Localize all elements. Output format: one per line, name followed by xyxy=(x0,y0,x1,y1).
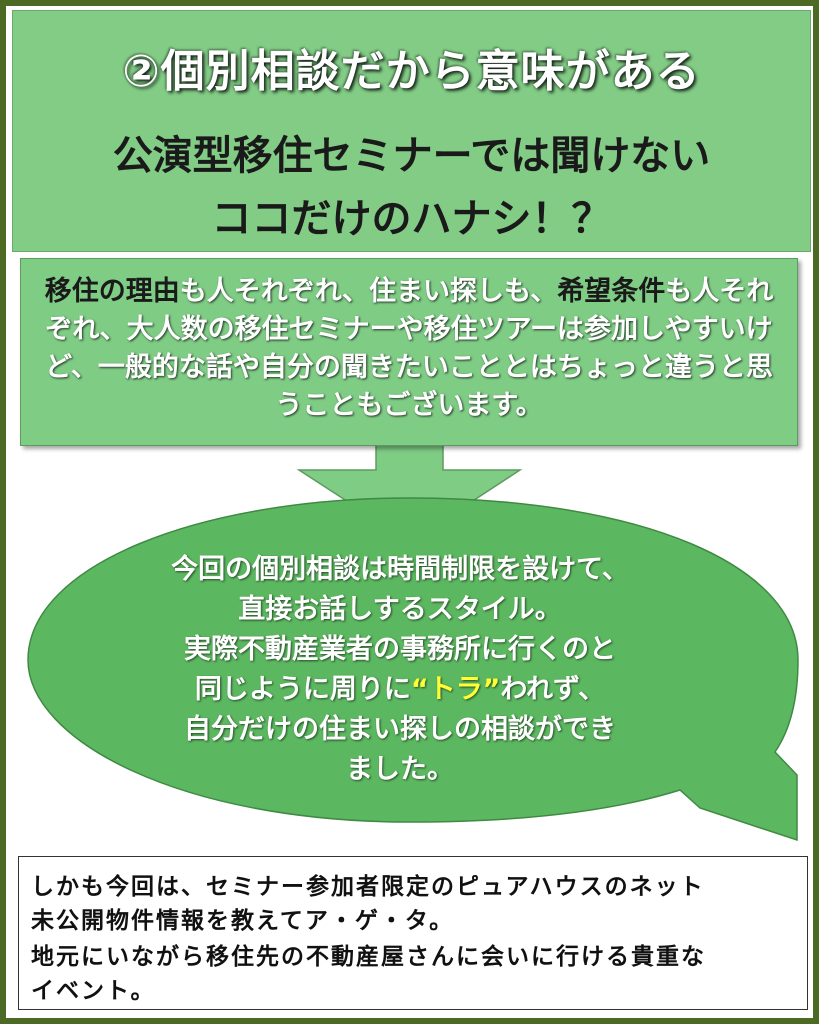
footer-line-3: 地元にいながら移住先の不動産屋さんに会いに行ける貴重な xyxy=(31,944,706,970)
bubble-line-2: 直接お話しするスタイル。 xyxy=(238,594,562,625)
subtitle-line-2: ココだけのハナシ！？ xyxy=(211,196,612,242)
subtitle-line-1: 公演型移住セミナーでは聞けない xyxy=(112,133,711,179)
intro-text-1: も人それぞれ、住まい探しも、 xyxy=(179,276,558,307)
footer-line-4: イベント。 xyxy=(31,978,156,1004)
bubble-line-3: 実際不動産業者の事務所に行くのと xyxy=(184,634,616,665)
bubble-line-6: ました。 xyxy=(346,754,454,785)
intro-box: 移住の理由も人それぞれ、住まい探しも、希望条件も人それぞれ、大人数の移住セミナー… xyxy=(20,258,798,446)
bubble-line-4-post: われず、 xyxy=(500,674,606,705)
intro-text: 移住の理由も人それぞれ、住まい探しも、希望条件も人それぞれ、大人数の移住セミナー… xyxy=(35,273,783,425)
tora-highlight: “トラ” xyxy=(410,674,501,705)
intro-highlight-conditions: 希望条件 xyxy=(557,276,666,307)
footer-line-1: しかも今回は、セミナー参加者限定のピュアハウスのネット xyxy=(31,874,705,900)
header-panel: ②個別相談だから意味がある 公演型移住セミナーでは聞けない ココだけのハナシ！？ xyxy=(12,10,811,252)
footer-line-2: 未公開物件情報を教えてア・ゲ・タ。 xyxy=(31,908,455,934)
bubble-line-1: 今回の個別相談は時間制限を設けて、 xyxy=(171,554,629,585)
bubble-text: 今回の個別相談は時間制限を設けて、 直接お話しするスタイル。 実際不動産業者の事… xyxy=(120,550,680,790)
footer-box: しかも今回は、セミナー参加者限定のピュアハウスのネット 未公開物件情報を教えてア… xyxy=(18,856,808,1010)
speech-bubble xyxy=(27,497,799,842)
bubble-line-4: 同じように周りに“トラ”われず、 xyxy=(120,670,680,710)
intro-highlight-reason: 移住の理由 xyxy=(44,276,180,307)
intro-text-2: も人それぞれ、大人数の移住セミナーや移住ツアーは参加しやすいけど、一般的な話や自… xyxy=(45,276,774,421)
page-title: ②個別相談だから意味がある xyxy=(122,46,701,97)
bubble-line-4-pre: 同じように周りに xyxy=(194,674,411,705)
bubble-line-5: 自分だけの住まい探しの相談ができ xyxy=(184,714,616,745)
